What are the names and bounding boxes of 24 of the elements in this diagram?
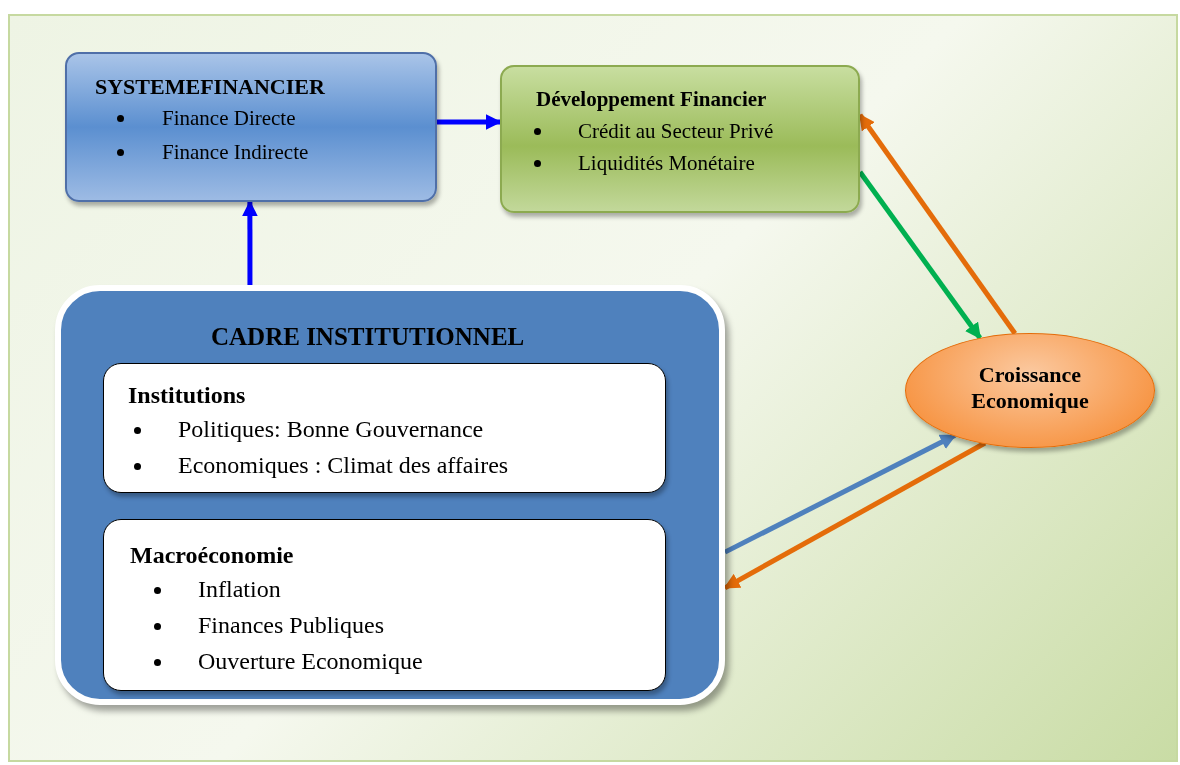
bullet-item: Crédit au Secteur Privé (578, 119, 774, 144)
bullet-item: Liquidités Monétaire (578, 151, 755, 176)
bullet-item: Inflation (198, 576, 281, 603)
bullet-item: Economiques : Climat des affaires (178, 452, 509, 479)
bullet-item: Finance Directe (162, 106, 296, 131)
process-box (500, 65, 860, 213)
heading: CADRE INSTITUTIONNEL (211, 323, 525, 351)
heading: Croissance Economique (970, 362, 1090, 415)
heading: SYSTEMEFINANCIER (95, 74, 325, 100)
arrow (723, 433, 957, 555)
process-box (65, 52, 437, 202)
arrow (723, 440, 987, 590)
bullet-item: Politiques: Bonne Gouvernance (178, 416, 484, 443)
bullet-item: Ouverture Economique (198, 648, 423, 675)
group-panel (55, 285, 725, 705)
arrow (241, 200, 258, 285)
arrow (437, 114, 502, 130)
heading: Développement Financier (536, 87, 767, 112)
bullet-item: Finances Publiques (198, 612, 384, 639)
heading: Institutions (128, 382, 246, 409)
content-box (103, 519, 666, 691)
content-box (103, 363, 666, 493)
bullet-item: Finance Indirecte (162, 140, 309, 165)
heading: Macroéconomie (130, 542, 294, 569)
